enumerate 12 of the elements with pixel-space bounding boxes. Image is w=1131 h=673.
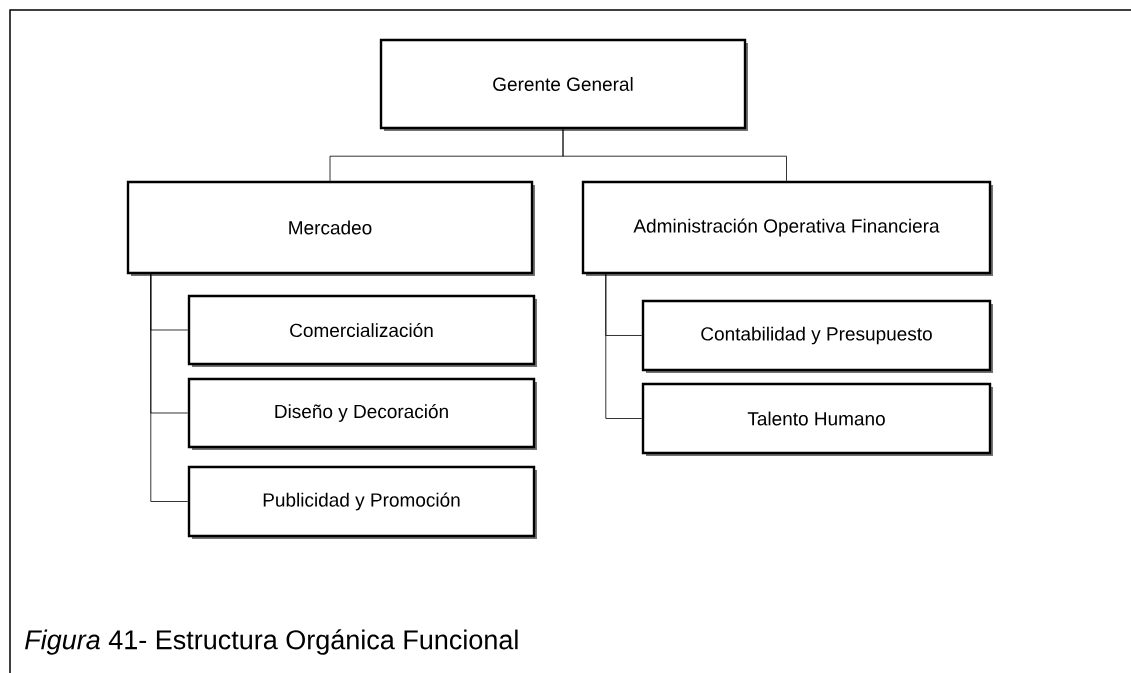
connector-line (150, 273, 189, 502)
org-box: Contabilidad y Presupuesto (641, 299, 993, 373)
org-box: Diseño y Decoración (187, 377, 537, 450)
org-box: Comercialización (187, 294, 537, 367)
figure-caption: Figura 41- Estructura Orgánica Funcional (25, 629, 518, 655)
connector-line (605, 273, 643, 419)
org-box: Mercadeo (126, 180, 535, 276)
org-box: Gerente General (379, 38, 748, 131)
connector-line (562, 128, 787, 182)
org-box: Talento Humano (641, 382, 993, 456)
org-box: Publicidad y Promoción (187, 465, 537, 539)
org-box: Administración Operativa Financiera (581, 180, 993, 276)
